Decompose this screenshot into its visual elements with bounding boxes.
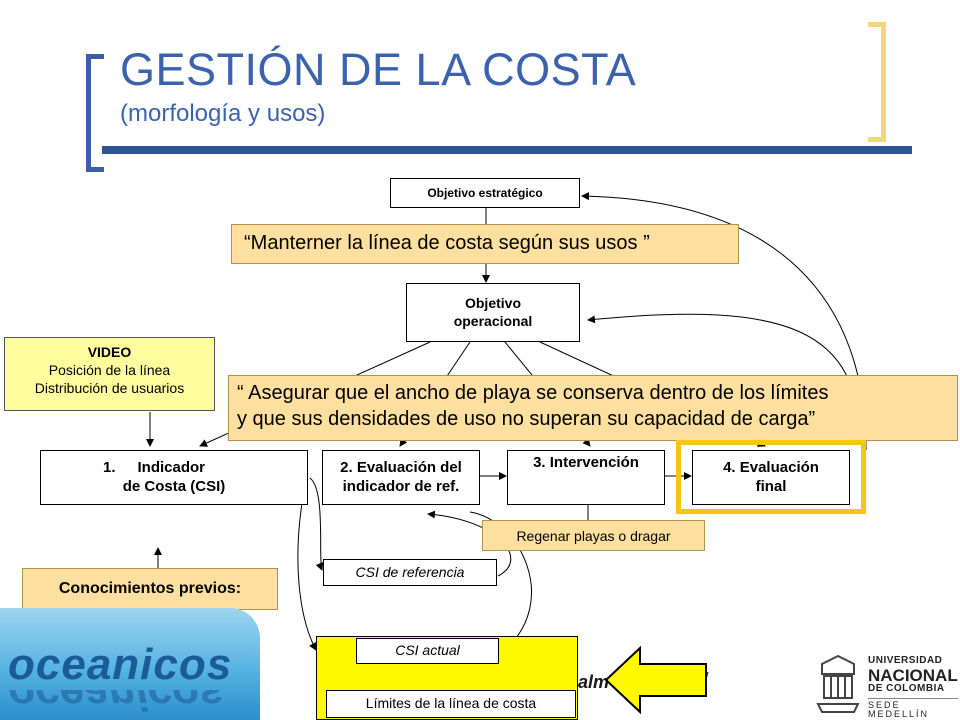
university-line1: UNIVERSIDAD [868, 655, 943, 666]
step-final-evaluation-box: 4. Evaluación final [692, 450, 850, 505]
intervention-note-text: Regenar playas o dragar [516, 527, 671, 544]
coastline-limits-box: Límites de la línea de costa [326, 690, 576, 718]
strategic-note-text: “Manterner la línea de costa según sus u… [244, 232, 650, 255]
page-subtitle: (morfología y usos) [120, 100, 326, 127]
step-indicator-line1-row: 1. Indicador [103, 459, 205, 478]
page-title: GESTIÓN DE LA COSTA [120, 44, 637, 95]
strategic-objective-note: “Manterner la línea de costa según sus u… [231, 224, 739, 264]
final-evaluation-highlight [676, 440, 866, 514]
university-line2: NACIONAL [868, 665, 958, 685]
title-bracket-left [86, 54, 104, 172]
pointer-arrow-icon [604, 646, 707, 714]
step-intervention-box: 3. Intervención [507, 450, 665, 505]
university-seal-icon [816, 654, 860, 713]
operational-objective-box: Objetivo operacional [406, 283, 580, 342]
video-note-title: VIDEO [87, 344, 132, 360]
step-reference-line1: 2. Evaluación del [340, 458, 462, 476]
title-underline-bar [102, 146, 912, 154]
reference-csi-box: CSI de referencia [323, 559, 497, 586]
step-indicator-line2: de Costa (CSI) [122, 477, 226, 495]
reference-csi-label: CSI de referencia [355, 563, 465, 580]
current-csi-box: CSI actual [356, 638, 499, 664]
footer-logo-text: oceanicos [8, 640, 233, 689]
video-note-line2: Distribución de usuarios [34, 380, 185, 397]
coastline-limits-label: Límites de la línea de costa [365, 695, 537, 712]
video-note: VIDEO Posición de la línea Distribución … [4, 337, 215, 411]
current-csi-label: CSI actual [395, 642, 460, 659]
operational-note-line2: y que sus densidades de uso no superan s… [237, 407, 816, 430]
strategic-objective-label: Objetivo estratégico [427, 185, 543, 200]
footer-partial-text: alm [578, 672, 610, 692]
step-indicator-number: 1. [102, 458, 116, 476]
university-line4: SEDE MEDELLÍN [868, 697, 958, 720]
step-reference-evaluation-box: 2. Evaluación del indicador de ref. [322, 450, 480, 505]
footer-wave-logo [0, 608, 260, 720]
step-reference-line2: indicador de ref. [342, 477, 460, 495]
step-final-line2: final [755, 477, 787, 495]
operational-note-line1: “ Asegurar que el ancho de playa se cons… [237, 382, 829, 404]
footer-logo-reflection-text: oceanicos [8, 690, 258, 714]
title-bracket-right [868, 22, 886, 142]
strategic-objective-box: Objetivo estratégico [390, 178, 580, 208]
operational-objective-line2: operacional [453, 312, 533, 329]
intervention-note: Regenar playas o dragar [482, 520, 705, 551]
video-note-line1: Posición de la línea [48, 362, 171, 379]
step-final-line1: 4. Evaluación [723, 458, 819, 476]
step-intervention-label: 3. Intervención [533, 454, 639, 471]
operational-objective-note: “ Asegurar que el ancho de playa se cons… [228, 375, 958, 441]
footer-logo-reflection: oceanicos [8, 690, 258, 714]
university-line3: DE COLOMBIA [868, 683, 945, 695]
step-indicator-line1: Indicador [137, 458, 206, 476]
operational-objective-line1: Objetivo [464, 295, 521, 311]
university-name: UNIVERSIDAD NACIONAL DE COLOMBIA SEDE ME… [868, 655, 958, 720]
step-indicator-box: 1. Indicador de Costa (CSI) [40, 450, 308, 505]
prior-knowledge-note: Conocimientos previos: [22, 568, 278, 610]
prior-knowledge-text: Conocimientos previos: [58, 580, 242, 597]
